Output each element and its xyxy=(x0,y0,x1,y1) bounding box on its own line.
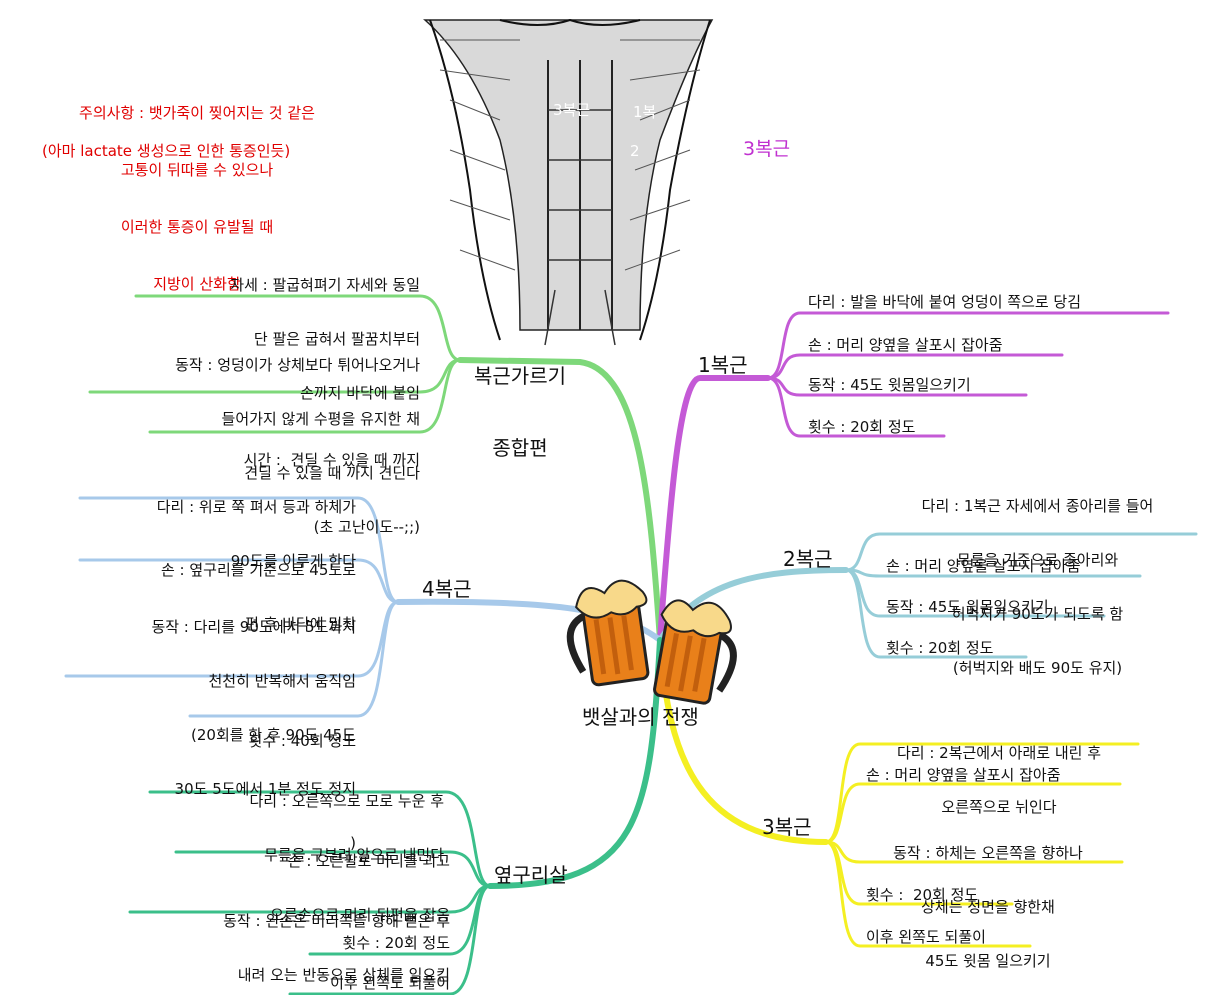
item-line: 동작 : 하체는 오른쪽을 향하나 xyxy=(893,844,1083,862)
item-line: 자세 : 팔굽혀펴기 자세와 동일 xyxy=(230,276,420,294)
abs1-item-legs: 다리 : 발을 바닥에 붙여 엉덩이 쪽으로 당김 xyxy=(808,293,1082,311)
leaf-line-abs1-1 xyxy=(766,353,1064,380)
item-line: 다리 : 오른쪽으로 모로 누운 후 xyxy=(249,792,445,810)
leaf-line-side-0 xyxy=(148,790,492,888)
abs3-item-repeat: 이후 왼쪽도 되풀이 xyxy=(866,928,986,946)
side-item-motion: 동작 : 왼손은 머리쪽을 향해 뻗은 후 내려 오는 반동으로 상체를 일으킴 xyxy=(120,876,450,1002)
warning-line: 고통이 뒤따를 수 있으나 xyxy=(120,161,274,179)
abs3-item-reps: 횟수 : 20회 정도 xyxy=(866,886,979,904)
item-line: 다리 : 2복근에서 아래로 내린 후 xyxy=(896,744,1102,762)
anatomy-label-abs3: 3복근 xyxy=(553,101,591,119)
abs1-item-hands: 손 : 머리 양옆을 살포시 잡아줌 xyxy=(808,336,1003,354)
item-line: (20회를 한 후 90도 45도 xyxy=(191,726,356,744)
abs4-item-motion: 동작 : 다리를 90도에서 5도까지 천천히 반복해서 움직임 (20회를 한… xyxy=(60,582,356,870)
side-item-reps: 횟수 : 20회 정도 xyxy=(342,934,450,952)
leaf-line-abs1-0 xyxy=(766,311,1170,380)
branch-line-side xyxy=(487,637,663,889)
beer-mugs-icon xyxy=(566,579,737,705)
warning-line-last: (아마 lactate 생성으로 인한 통증인듯) xyxy=(42,142,291,160)
branch-line-abs1 xyxy=(657,375,771,643)
central-topic: 뱃살과의 전쟁 xyxy=(582,705,699,729)
item-line: (초 고난이도--;;) xyxy=(313,518,420,536)
item-line: 무릎을 구부려 앞으로 내민다 xyxy=(264,846,444,864)
branch-title-abs2: 2복근 xyxy=(783,547,833,571)
item-line: 손 : 옆구리를 기준으로 45도로 xyxy=(160,561,356,579)
item-line: 천천히 반복해서 움직임 xyxy=(208,672,356,690)
leaf-line-abs4-0 xyxy=(78,496,400,604)
item-line: 상체는 정면을 향한채 xyxy=(921,898,1055,916)
item-line: 횟수 : 40회 정도 xyxy=(248,732,356,750)
item-line: 45도 윗몸 일으키기 xyxy=(925,952,1051,970)
item-line: 손까지 바닥에 붙임 xyxy=(300,384,420,402)
leaf-line-abs3-4 xyxy=(824,840,1032,948)
item-line: 들어가지 않게 수평을 유지한 채 xyxy=(221,410,420,428)
leaf-line-abs1-3 xyxy=(766,376,946,438)
leaf-line-side-4 xyxy=(288,884,492,995)
plank-item-time: 시간 : 견딜 수 있을 때 까지 xyxy=(150,415,420,487)
abs1-item-reps: 횟수 : 20회 정도 xyxy=(808,418,916,436)
abs2-item-motion: 동작 : 45도 윗몸일으키기 xyxy=(886,598,1049,616)
item-line: 30도 5도에서 1분 정도 정지 xyxy=(174,780,356,798)
leaf-line-abs4-3 xyxy=(188,600,400,718)
leaf-line-abs2-0 xyxy=(844,532,1198,572)
anatomy-label-abs1: 1복 xyxy=(633,103,657,121)
item-line: 견딜 수 있을 때 까지 견딘다 xyxy=(244,464,420,482)
plank-item-motion: 동작 : 엉덩이가 상체보다 튀어나오거나 들어가지 않게 수평을 유지한 채 … xyxy=(90,320,420,554)
item-line: 시간 : 견딜 수 있을 때 까지 xyxy=(243,451,420,469)
anatomy-label-abs2: 2 xyxy=(630,142,640,160)
item-line: 동작 : 다리를 90도에서 5도까지 xyxy=(151,618,356,636)
item-line: 동작 : 왼손은 머리쪽을 향해 뻗은 후 xyxy=(223,912,450,930)
item-line: ) xyxy=(350,834,356,852)
abs2-item-hands: 손 : 머리 양옆을 살포시 잡아줌 xyxy=(886,557,1081,575)
item-line: 다리 : 1복근 자세에서 종아리를 들어 xyxy=(921,497,1154,515)
item-line: 손 : 오른팔로 머리를 괴고 xyxy=(287,852,450,870)
side-item-repeat: 이후 왼쪽도 되풀이 xyxy=(330,974,450,992)
item-line: 90도를 이루게 한다 xyxy=(230,552,356,570)
item-line: 편 후 바닥에 밀착 xyxy=(245,615,356,633)
abs3-item-legs: 다리 : 2복근에서 아래로 내린 후 오른쪽으로 뉘인다 xyxy=(860,708,1138,834)
branch-line-abs4 xyxy=(395,598,663,643)
branch-title-abs1: 1복근 xyxy=(698,353,748,377)
item-line: 동작 : 엉덩이가 상체보다 튀어나오거나 xyxy=(175,356,420,374)
warning-note: 주의사항 : 뱃가죽이 찢어지는 것 같은 고통이 뒤따를 수 있으나 이러한 … xyxy=(36,66,358,313)
item-line: 허벅지가 90도가 되도록 함 xyxy=(951,605,1124,623)
branch-line-plank xyxy=(457,357,663,643)
leaf-line-abs2-3 xyxy=(844,568,1028,659)
warning-line: 이러한 통증이 유발될 때 xyxy=(120,218,274,236)
item-line: 오른손으로 머리 뒤편을 잡음 xyxy=(270,906,450,924)
item-line: 무릎을 기준으로 종아리와 xyxy=(956,551,1119,569)
leaf-line-abs3-1 xyxy=(824,782,1122,844)
warning-line: 지방이 산화함 xyxy=(153,275,241,293)
branch-title-line: 종합편 xyxy=(492,436,548,460)
anatomy-illustration xyxy=(420,14,716,354)
leaf-line-plank-0 xyxy=(134,294,462,362)
item-line: 내려 오는 반동으로 상체를 일으킴 xyxy=(237,966,450,984)
item-line: 단 팔은 굽혀서 팔꿈치부터 xyxy=(253,330,420,348)
branch-title-plank: 복근가르기 종합편 xyxy=(460,316,580,484)
leaf-line-plank-2 xyxy=(148,358,462,434)
leaf-line-side-1 xyxy=(174,850,492,888)
abs1-item-motion: 동작 : 45도 윗몸일으키기 xyxy=(808,376,971,394)
abs3-item-hands: 손 : 머리 양옆을 살포시 잡아줌 xyxy=(866,766,1061,784)
item-line: (허벅지와 배도 90도 유지) xyxy=(952,659,1123,677)
abs4-item-legs: 다리 : 위로 쭉 펴서 등과 하체가 90도를 이루게 한다 xyxy=(60,462,356,588)
branch-title-abs3: 3복근 xyxy=(762,815,812,839)
abs2-item-legs: 다리 : 1복근 자세에서 종아리를 들어 무릎을 기준으로 종아리와 허벅지가… xyxy=(880,461,1195,695)
branch-title-line: 복근가르기 xyxy=(474,364,566,388)
branch-title-abs4: 4복근 xyxy=(422,577,472,601)
plank-item-posture: 자세 : 팔굽혀펴기 자세와 동일 단 팔은 굽혀서 팔꿈치부터 손까지 바닥에… xyxy=(150,240,420,420)
item-line: 오른쪽으로 뉘인다 xyxy=(941,798,1057,816)
side-item-legs: 다리 : 오른쪽으로 모로 누운 후 무릎을 구부려 앞으로 내민다 xyxy=(140,756,445,882)
warning-line: 주의사항 : 뱃가죽이 찢어지는 것 같은 xyxy=(79,104,315,122)
anatomy-label-magenta: 3복근 xyxy=(743,138,791,160)
leaf-line-abs4-1 xyxy=(78,558,400,604)
abs2-item-reps: 횟수 : 20회 정도 xyxy=(886,639,994,657)
side-item-hands: 손 : 오른팔로 머리를 괴고 오른손으로 머리 뒤편을 잡음 xyxy=(140,816,450,942)
item-line: 다리 : 위로 쭉 펴서 등과 하체가 xyxy=(156,498,356,516)
abs4-item-hands: 손 : 옆구리를 기준으로 45도로 편 후 바닥에 밀착 xyxy=(60,525,356,651)
branch-title-side: 옆구리살 xyxy=(494,863,568,887)
abs4-item-reps: 횟수 : 40회 정도 xyxy=(60,696,356,768)
abs3-item-motion: 동작 : 하체는 오른쪽을 향하나 상체는 정면을 향한채 45도 윗몸 일으키… xyxy=(860,808,1116,988)
